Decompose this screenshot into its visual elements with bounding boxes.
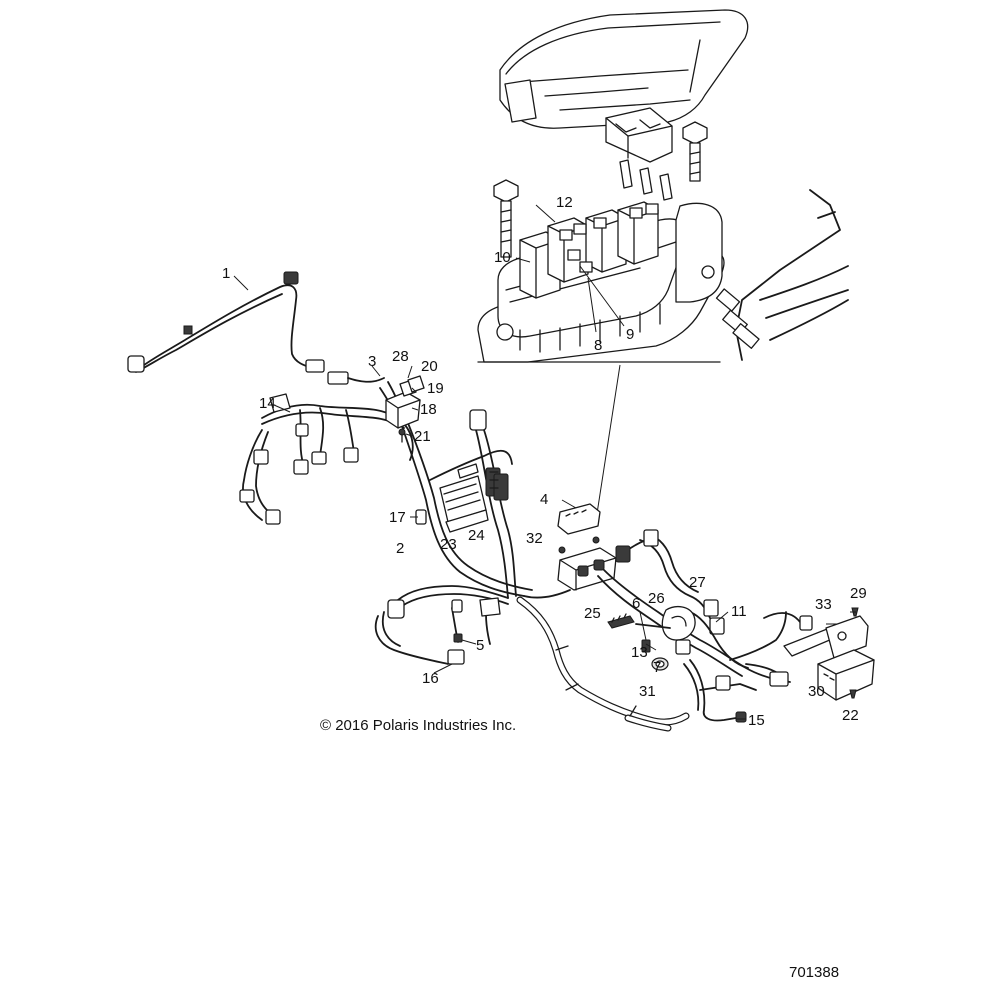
harness-loom — [516, 596, 690, 732]
callout-19: 19 — [427, 380, 444, 397]
callout-33: 33 — [815, 596, 832, 613]
fuse-block — [605, 107, 673, 201]
callout-24: 24 — [468, 527, 485, 544]
callout-13: 13 — [631, 644, 648, 661]
rear-harness — [597, 529, 813, 723]
callout-21: 21 — [414, 428, 431, 445]
front-harness — [127, 271, 385, 385]
callout-31: 31 — [639, 683, 656, 700]
callout-4: 4 — [540, 491, 548, 508]
callout-6: 6 — [632, 595, 640, 612]
fasteners — [607, 607, 859, 699]
callout-32: 32 — [526, 530, 543, 547]
copyright-text: © 2016 Polaris Industries Inc. — [320, 717, 517, 734]
distribution-block — [557, 539, 647, 591]
upper-right-harness — [715, 189, 849, 361]
callout-17: 17 — [389, 509, 406, 526]
callout-1: 1 — [222, 265, 230, 282]
callout-7: 7 — [653, 659, 661, 676]
callout-15: 15 — [748, 712, 765, 729]
lower-left-harness — [374, 585, 509, 665]
callout-16: 16 — [422, 670, 439, 687]
callout-10: 10 — [494, 249, 511, 266]
callout-8: 8 — [594, 337, 602, 354]
fuse-box-cover — [499, 9, 749, 129]
bolt-left — [493, 179, 519, 258]
document-id: 701388 — [789, 964, 840, 981]
leader-fuse-box — [595, 364, 621, 521]
bracket-plate — [783, 615, 869, 659]
ecu-module — [439, 463, 489, 533]
control-module — [817, 649, 875, 701]
connector-stack — [485, 467, 509, 501]
callout-23: 23 — [440, 536, 457, 553]
callout-labels: 1 2 3 4 5 6 7 8 9 10 11 12 13 14 15 16 1… — [222, 194, 867, 729]
callout-5: 5 — [476, 637, 484, 654]
callout-2: 2 — [396, 540, 404, 557]
bolt-right — [682, 121, 708, 182]
left-harness — [239, 393, 414, 525]
callout-12: 12 — [556, 194, 573, 211]
callout-18: 18 — [420, 401, 437, 418]
fuse-holder — [557, 503, 601, 554]
callout-26: 26 — [648, 590, 665, 607]
callout-28: 28 — [392, 348, 409, 365]
callout-22: 22 — [842, 707, 859, 724]
fuse-box-base — [477, 201, 725, 363]
callout-9: 9 — [626, 326, 634, 343]
callout-30: 30 — [808, 683, 825, 700]
main-harness — [379, 381, 571, 599]
callout-3: 3 — [368, 353, 376, 370]
callout-27: 27 — [689, 574, 706, 591]
callout-25: 25 — [584, 605, 601, 622]
callout-29: 29 — [850, 585, 867, 602]
callout-14: 14 — [259, 395, 276, 412]
callout-leaders — [233, 204, 856, 720]
callout-20: 20 — [421, 358, 438, 375]
callout-11: 11 — [731, 603, 747, 620]
